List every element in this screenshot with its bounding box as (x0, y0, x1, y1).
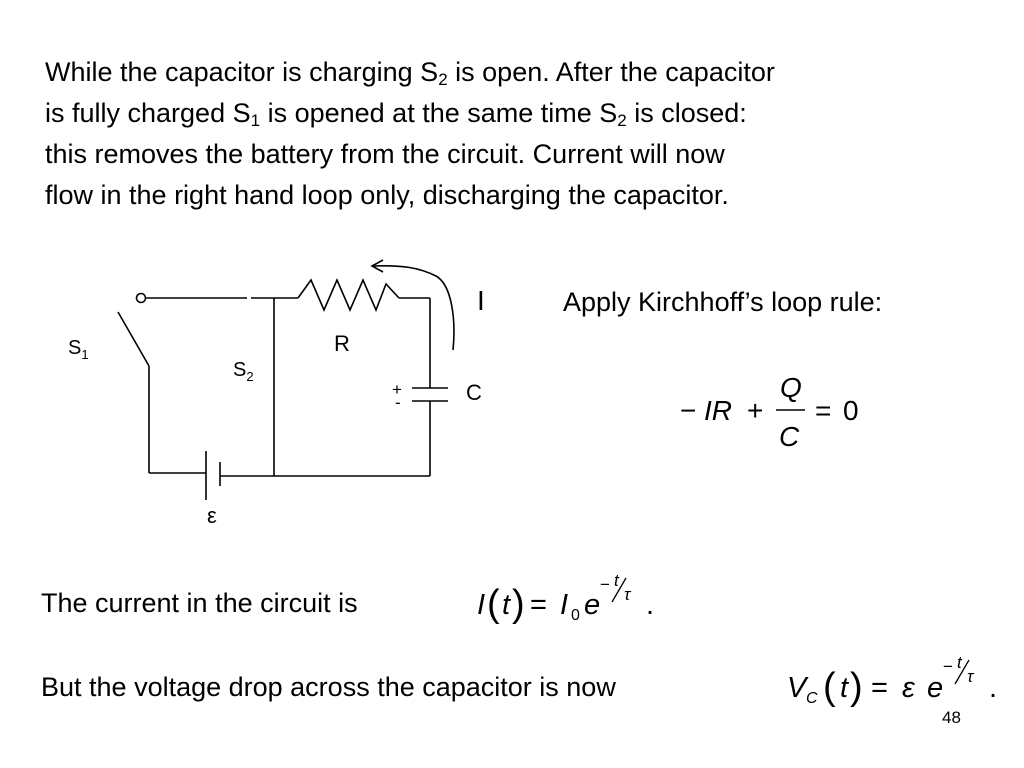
exp-t: t (957, 653, 963, 672)
voltage-sentence: But the voltage drop across the capacito… (41, 672, 616, 702)
exp-slash (954, 659, 970, 685)
eq-e: e (584, 589, 600, 621)
exp-minus: − (600, 575, 610, 594)
current-arrow (373, 265, 455, 351)
intro-paragraph: While the capacitor is charging S2 is op… (45, 52, 1005, 216)
eq-period: . (989, 672, 997, 704)
current-sentence: The current in the circuit is (41, 588, 358, 618)
intro-line-2: is fully charged S1 is opened at the sam… (45, 98, 747, 130)
current-arrowhead (370, 259, 384, 273)
minus-sign: - (395, 393, 401, 412)
eq-denominator: C (779, 421, 800, 452)
eq-plus: + (747, 395, 763, 426)
eq-IR: IR (704, 395, 732, 426)
intro-text: is open. After the capacitor (447, 57, 775, 87)
paren-open: ( (487, 583, 500, 625)
eq-e: e (927, 672, 943, 704)
eq-epsilon: ε (902, 672, 916, 704)
eq-I0: I (560, 589, 568, 621)
capacitor-label: C (466, 380, 482, 405)
eq-I: I (477, 589, 485, 621)
eq-period: . (646, 589, 654, 621)
intro-line-1: While the capacitor is charging S2 is op… (45, 57, 775, 89)
eq-V-subscript: C (806, 690, 818, 707)
circuit-wires (117, 259, 455, 500)
current-label: I (477, 285, 485, 316)
exp-tau: τ (967, 667, 975, 686)
current-equation: I ( t ) = I 0 e − t τ . (477, 571, 654, 625)
intro-line-4: flow in the right hand loop only, discha… (45, 180, 729, 210)
s2-label: S2 (233, 359, 254, 384)
intro-text: is fully charged S (45, 98, 251, 128)
subscript: 2 (438, 70, 448, 89)
intro-text: is closed: (626, 98, 747, 128)
exp-minus: − (943, 657, 953, 676)
eq-V: V (787, 672, 809, 704)
eq-numerator: Q (780, 372, 802, 403)
plus-sign: + (392, 380, 402, 399)
eq-equals: = (530, 589, 547, 621)
paren-close: ) (512, 583, 525, 625)
exp-tau: τ (624, 585, 632, 604)
s1-blade (117, 311, 150, 367)
paren-close: ) (850, 666, 863, 708)
paren-open: ( (823, 666, 836, 708)
loop-equation: − IR + Q C = 0 (680, 372, 859, 452)
eq-equals: = (815, 395, 831, 426)
eq-I0-subscript: 0 (571, 607, 580, 624)
intro-line-3: this removes the battery from the circui… (45, 139, 725, 169)
exp-t: t (614, 571, 620, 590)
intro-text: is opened at the same time S (260, 98, 618, 128)
page-number: 48 (942, 708, 961, 727)
emf-label: ε (207, 503, 217, 528)
eq-equals: = (871, 672, 888, 704)
eq-zero: 0 (843, 395, 859, 426)
resistor-label: R (334, 331, 350, 356)
loop-rule-title: Apply Kirchhoff’s loop rule: (563, 287, 883, 317)
voltage-equation: V C ( t ) = ε e − t τ . (787, 653, 997, 708)
intro-text: While the capacitor is charging S (45, 57, 439, 87)
exp-slash (611, 577, 627, 603)
s1-terminal (135, 292, 147, 304)
s1-label: S1 (68, 337, 89, 362)
eq-t: t (502, 589, 512, 621)
resistor (297, 277, 400, 313)
eq-minus: − (680, 395, 696, 426)
subscript: 2 (617, 111, 627, 130)
eq-t: t (840, 672, 850, 704)
subscript: 1 (250, 111, 261, 130)
